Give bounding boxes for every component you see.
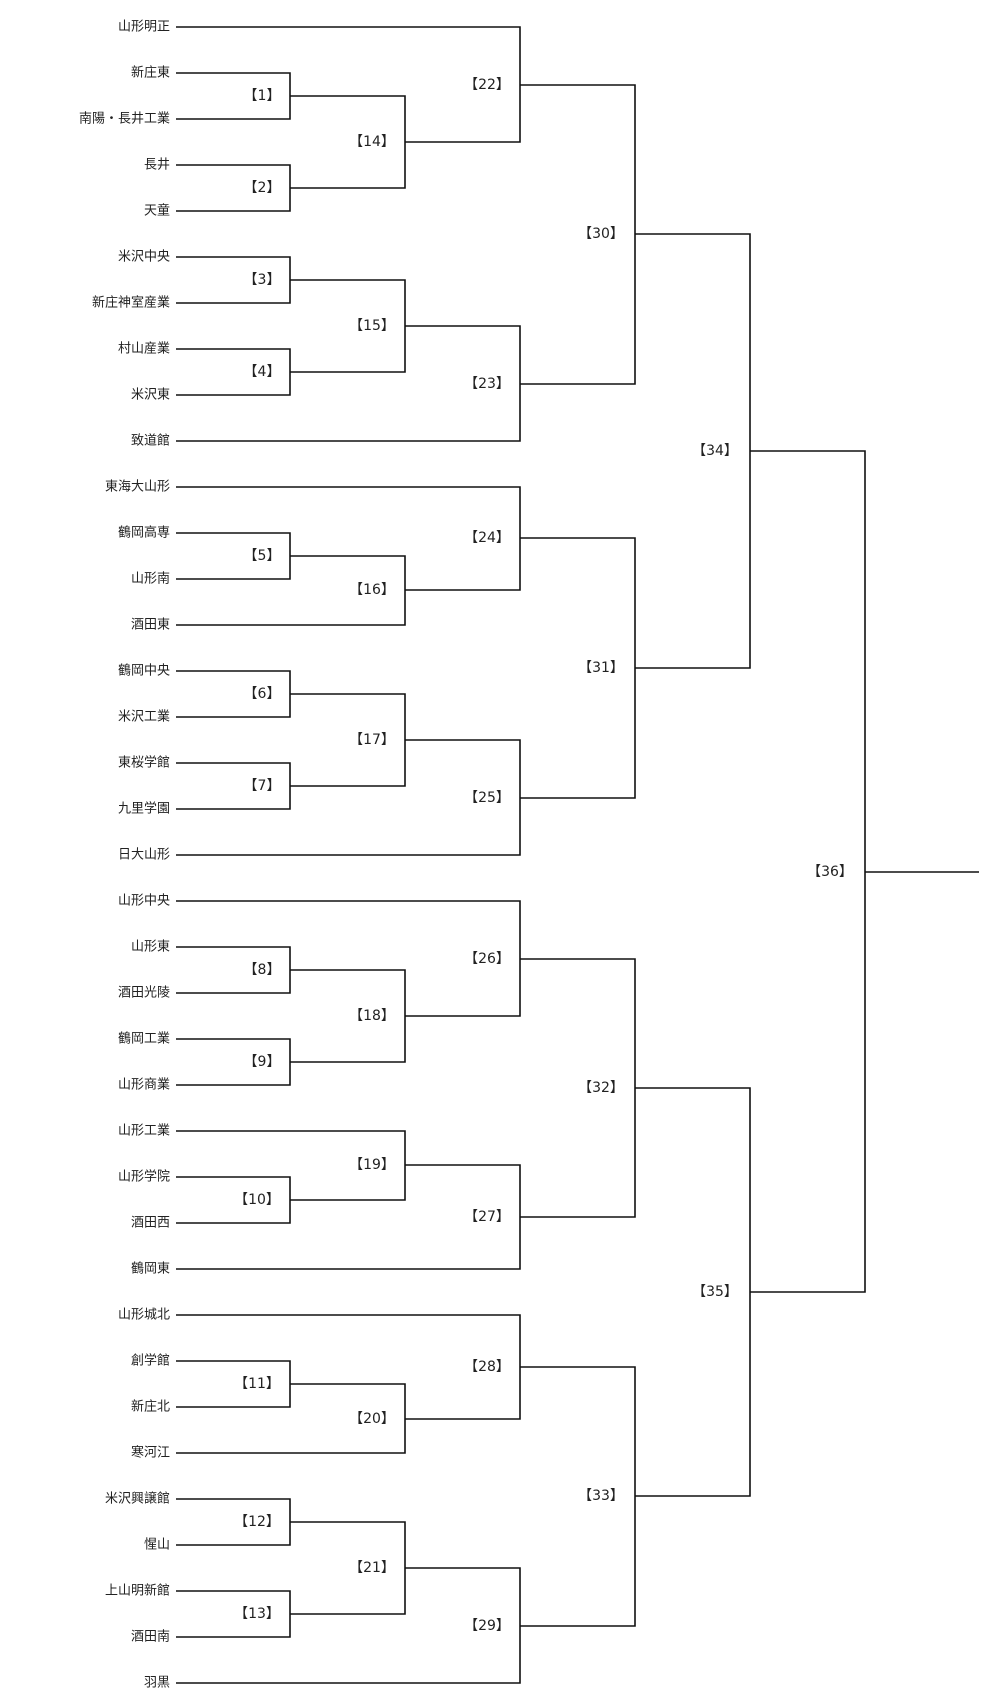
match-label: 【18】 (349, 1008, 395, 1024)
match-label: 【16】 (349, 582, 395, 598)
team-label: 惺山 (144, 1538, 170, 1553)
team-label: 村山産業 (118, 341, 170, 357)
team-label: 東桜学館 (118, 755, 170, 771)
match-label: 【24】 (464, 530, 510, 546)
match-label: 【3】 (244, 272, 281, 288)
team-label: 山形中央 (118, 894, 170, 909)
match-label: 【14】 (349, 134, 395, 150)
match-label: 【33】 (578, 1488, 624, 1504)
team-label: 新庄東 (131, 65, 170, 81)
match-label: 【6】 (244, 686, 281, 702)
team-label: 酒田光陵 (118, 986, 170, 1001)
team-label: 山形明正 (118, 20, 170, 35)
match-label: 【34】 (692, 443, 738, 459)
match-label: 【2】 (244, 180, 281, 196)
match-label: 【28】 (464, 1359, 510, 1375)
team-label: 山形南 (131, 571, 170, 587)
team-label: 鶴岡中央 (118, 663, 170, 679)
team-label: 米沢興譲館 (105, 1491, 170, 1507)
team-label: 山形学院 (118, 1169, 170, 1185)
team-label: 酒田南 (131, 1629, 170, 1645)
match-label: 【36】 (807, 864, 853, 880)
match-label: 【21】 (349, 1560, 395, 1576)
match-label: 【19】 (349, 1157, 395, 1173)
team-label: 米沢工業 (118, 709, 170, 725)
team-label: 九里学園 (118, 801, 170, 817)
team-label: 山形商業 (118, 1077, 170, 1093)
match-label: 【32】 (578, 1080, 624, 1096)
match-label: 【15】 (349, 318, 395, 334)
match-label: 【29】 (464, 1618, 510, 1634)
match-label: 【1】 (244, 88, 281, 104)
team-label: 酒田西 (131, 1216, 170, 1231)
match-label: 【20】 (349, 1411, 395, 1427)
team-list: 山形明正 新庄東 南陽・長井工業 長井 天童 米沢中央 新庄神室産業 村山産業 … (79, 20, 170, 1691)
team-label: 寒河江 (131, 1445, 170, 1461)
match-label: 【7】 (244, 778, 281, 794)
team-label: 鶴岡工業 (118, 1031, 170, 1047)
match-label: 【4】 (244, 364, 281, 380)
match-label: 【11】 (234, 1376, 280, 1392)
match-labels: 【1】 【2】 【3】 【4】 【5】 【6】 【7】 【8】 【9】 【10】… (234, 77, 853, 1634)
team-label: 長井 (144, 158, 170, 173)
bracket-lines (176, 26, 979, 1684)
team-label: 上山明新館 (105, 1583, 170, 1599)
team-label: 新庄北 (131, 1399, 170, 1415)
match-label: 【12】 (234, 1514, 280, 1530)
team-label: 山形城北 (118, 1308, 170, 1323)
team-label: 天童 (144, 203, 170, 219)
team-label: 東海大山形 (105, 479, 170, 495)
team-label: 酒田東 (131, 617, 170, 633)
match-label: 【8】 (244, 962, 281, 978)
match-label: 【26】 (464, 951, 510, 967)
team-label: 山形東 (131, 939, 170, 955)
team-label: 米沢中央 (118, 250, 170, 265)
match-label: 【23】 (464, 376, 510, 392)
match-label: 【9】 (244, 1054, 281, 1070)
match-label: 【30】 (578, 226, 624, 242)
match-label: 【13】 (234, 1606, 280, 1622)
team-label: 羽黒 (144, 1676, 170, 1691)
match-label: 【17】 (349, 732, 395, 748)
team-label: 南陽・長井工業 (79, 111, 170, 127)
match-label: 【27】 (464, 1209, 510, 1225)
team-label: 致道館 (131, 434, 170, 449)
team-label: 山形工業 (118, 1123, 170, 1139)
team-label: 米沢東 (131, 387, 170, 403)
team-label: 創学館 (131, 1353, 170, 1369)
team-label: 日大山形 (118, 848, 170, 863)
team-label: 鶴岡東 (131, 1261, 170, 1277)
match-label: 【35】 (692, 1284, 738, 1300)
match-label: 【5】 (244, 548, 281, 564)
match-label: 【31】 (578, 660, 624, 676)
team-label: 鶴岡高専 (118, 525, 170, 541)
team-label: 新庄神室産業 (92, 295, 170, 311)
match-label: 【22】 (464, 77, 510, 93)
match-label: 【25】 (464, 790, 510, 806)
match-label: 【10】 (234, 1192, 280, 1208)
